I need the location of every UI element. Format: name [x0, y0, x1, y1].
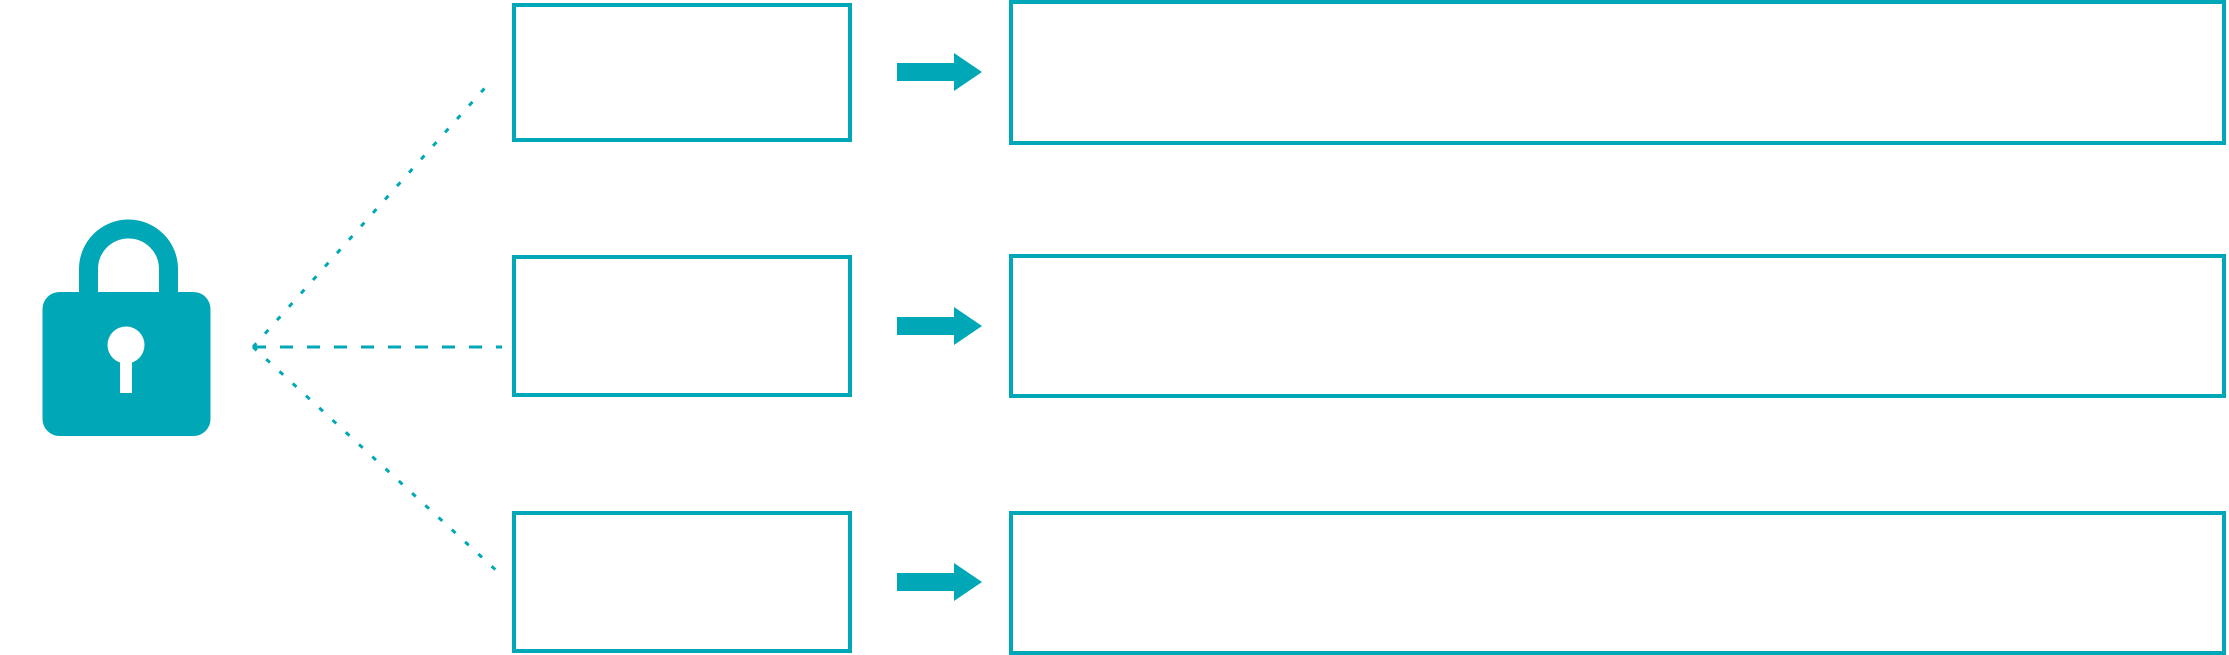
- branch-1-source-box: [512, 3, 852, 142]
- arrow-right-icon: [897, 53, 982, 91]
- branch-2-source-box: [512, 255, 852, 397]
- lock-icon: [42, 219, 211, 436]
- branch-2-target-box: [1009, 254, 2226, 398]
- branch-3-target-box: [1009, 511, 2226, 655]
- arrow-right-icon: [897, 563, 982, 601]
- connector-line-top: [251, 78, 494, 349]
- lock-keyhole-stem: [120, 345, 132, 393]
- branch-3-source-box: [512, 511, 852, 653]
- branch-1-target-box: [1009, 0, 2226, 145]
- connector-line-bottom: [251, 345, 501, 575]
- arrow-right-icon: [897, 307, 982, 345]
- lock-shackle: [79, 219, 178, 309]
